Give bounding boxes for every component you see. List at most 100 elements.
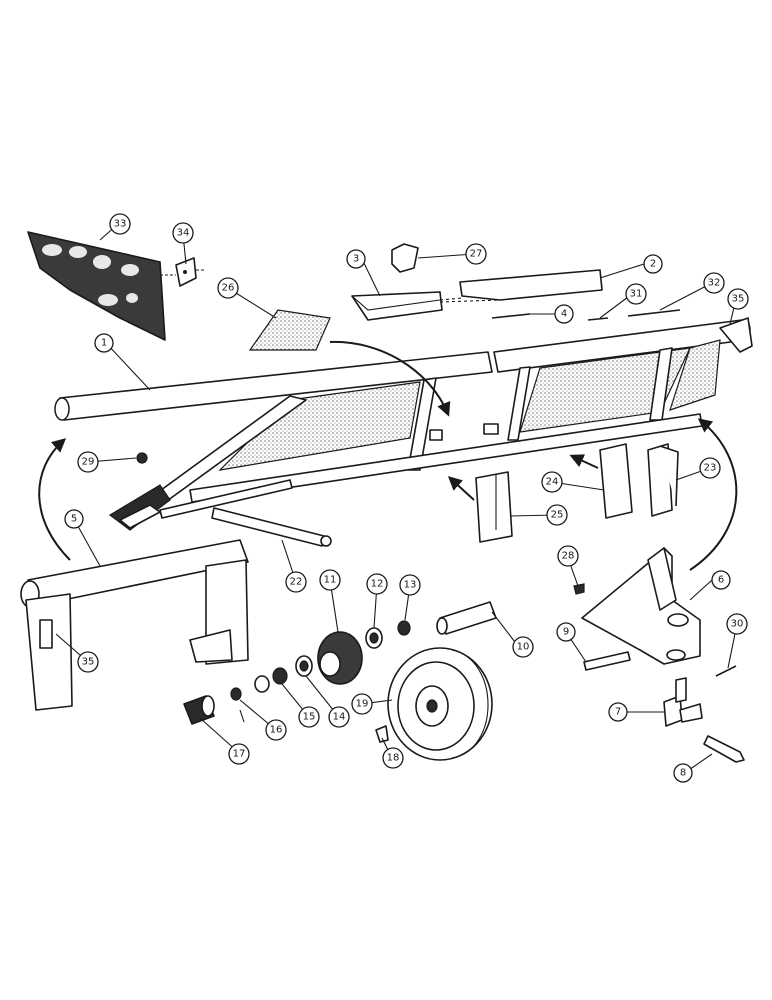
callout-label: 7 [615, 707, 621, 718]
callout-30: 30 [726, 613, 748, 635]
part-31-bar [587, 317, 609, 321]
part-24-bracket [599, 443, 633, 519]
callout-24: 24 [541, 471, 563, 493]
callout-label: 17 [233, 749, 246, 760]
callout-14: 14 [328, 706, 350, 728]
part-washer [254, 675, 270, 693]
callout-label: 35 [82, 657, 95, 668]
callout-6: 6 [711, 570, 731, 590]
callout-26: 26 [217, 277, 239, 299]
callout-35: 35 [727, 288, 749, 310]
callout-3: 3 [346, 249, 366, 269]
callout-15: 15 [298, 706, 320, 728]
part-10-spindle [436, 601, 497, 635]
callout-label: 24 [546, 477, 559, 488]
callout-label: 14 [333, 712, 346, 723]
part-2-angle-bar [439, 269, 603, 303]
part-17-cap [183, 695, 215, 725]
part-15-nut [272, 667, 288, 685]
callout-35-lower: 35 [77, 651, 99, 673]
callout-1: 1 [94, 333, 114, 353]
callout-29: 29 [77, 451, 99, 473]
callout-label: 10 [517, 642, 530, 653]
part-34-bracket [160, 257, 206, 287]
part-33-shield [27, 231, 166, 341]
callout-label: 4 [561, 309, 567, 320]
callout-5: 5 [64, 509, 84, 529]
part-7-tee [663, 677, 703, 727]
callout-18: 18 [382, 747, 404, 769]
callout-16: 16 [265, 719, 287, 741]
callout-4: 4 [554, 304, 574, 324]
callout-label: 15 [303, 712, 316, 723]
callout-31: 31 [625, 283, 647, 305]
callout-label: 29 [82, 457, 95, 468]
callout-label: 27 [470, 249, 483, 260]
part-13-bearing [397, 620, 411, 636]
part-14-bearing [295, 655, 313, 677]
callout-label: 13 [404, 580, 417, 591]
part-23-bracket [647, 443, 679, 517]
part-6-mount-plate [581, 547, 701, 665]
part-16-nut [230, 687, 245, 723]
part-19-wheel [387, 647, 493, 761]
callout-label: 26 [222, 283, 235, 294]
part-18-bolt [375, 725, 389, 743]
callout-label: 12 [371, 579, 384, 590]
part-1-main-frame [54, 317, 753, 531]
assembly-arrows [38, 297, 738, 571]
callout-34: 34 [172, 222, 194, 244]
callout-label: 18 [387, 753, 400, 764]
part-9-bolt [583, 651, 631, 671]
callout-label: 9 [563, 627, 569, 638]
callout-12: 12 [366, 573, 388, 595]
callout-10: 10 [512, 636, 534, 658]
callout-label: 34 [177, 228, 190, 239]
part-12-bearing [365, 627, 383, 649]
callout-label: 8 [680, 768, 686, 779]
part-29-bolt [136, 452, 148, 464]
callout-label: 11 [324, 575, 337, 586]
part-8-handle [703, 735, 745, 763]
callout-label: 30 [731, 619, 744, 630]
part-22-pin [211, 507, 332, 547]
part-5-tube-assembly [20, 539, 249, 711]
callout-label: 5 [71, 514, 77, 525]
part-28-screw [573, 583, 585, 595]
callout-label: 6 [718, 575, 724, 586]
callout-32: 32 [703, 272, 725, 294]
callout-27: 27 [465, 243, 487, 265]
callout-7: 7 [608, 702, 628, 722]
callout-label: 32 [708, 278, 721, 289]
callout-label: 33 [114, 219, 127, 230]
callout-8: 8 [673, 763, 693, 783]
part-26-plate [248, 309, 331, 351]
callout-label: 35 [732, 294, 745, 305]
callout-label: 2 [650, 259, 656, 270]
part-30-pin [715, 665, 737, 677]
callout-33: 33 [109, 213, 131, 235]
callout-22: 22 [285, 571, 307, 593]
callout-label: 3 [353, 254, 359, 265]
callout-9: 9 [556, 622, 576, 642]
part-4-rod [491, 313, 531, 319]
callout-11: 11 [319, 569, 341, 591]
callout-label: 22 [290, 577, 303, 588]
part-3-angle-plate [351, 291, 443, 321]
callout-label: 1 [101, 338, 107, 349]
callout-label: 25 [551, 510, 564, 521]
part-27-u-bracket [391, 243, 419, 273]
callout-label: 28 [562, 551, 575, 562]
callout-label: 31 [630, 289, 643, 300]
part-25-bracket [475, 471, 513, 543]
callout-label: 23 [704, 463, 717, 474]
callout-label: 19 [356, 699, 369, 710]
part-11-hub [317, 631, 363, 685]
callout-13: 13 [399, 574, 421, 596]
part-32-bar [627, 309, 681, 317]
callout-28: 28 [557, 545, 579, 567]
callout-19: 19 [351, 693, 373, 715]
callout-2: 2 [643, 254, 663, 274]
callout-23: 23 [699, 457, 721, 479]
